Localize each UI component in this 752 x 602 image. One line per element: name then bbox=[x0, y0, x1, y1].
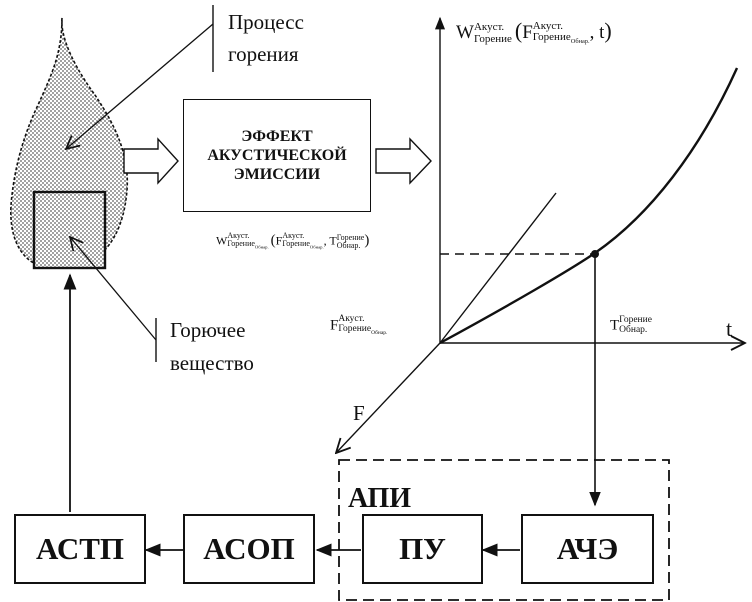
asop-block: АСОП bbox=[183, 514, 315, 584]
tangent-line bbox=[439, 192, 557, 344]
effect-line1: ЭФФЕКТ bbox=[241, 127, 313, 145]
fuel-square bbox=[32, 190, 107, 270]
pu-block: ПУ bbox=[362, 514, 483, 584]
fuel-label-line2: вещество bbox=[170, 351, 254, 375]
ache-block: АЧЭ bbox=[521, 514, 654, 584]
f-axis-label: F bbox=[353, 401, 365, 425]
hollow-arrow-right bbox=[375, 137, 432, 185]
effect-line2: АКУСТИЧЕСКОЙ bbox=[207, 146, 347, 164]
fuel-label-line1: Горючее bbox=[170, 318, 246, 342]
api-dashed-box bbox=[338, 459, 670, 601]
fuel-callout-line bbox=[70, 237, 157, 341]
f-axis bbox=[336, 342, 441, 453]
pu-label: ПУ bbox=[399, 531, 446, 566]
astp-block: АСТП bbox=[14, 514, 146, 584]
asop-label: АСОП bbox=[203, 531, 295, 566]
process-callout-line bbox=[66, 23, 214, 149]
api-label: АПИ bbox=[348, 483, 412, 514]
acoustic-emission-effect-box: ЭФФЕКТ АКУСТИЧЕСКОЙ ЭМИССИИ bbox=[183, 99, 371, 212]
t-axis-label: t bbox=[726, 316, 733, 341]
astp-label: АСТП bbox=[35, 531, 125, 566]
process-label-line2: горения bbox=[228, 42, 299, 66]
growth-curve bbox=[439, 67, 739, 345]
hollow-arrow-left bbox=[123, 137, 179, 185]
process-label-line1: Процесс bbox=[228, 10, 304, 34]
effect-line3: ЭМИССИИ bbox=[233, 166, 321, 184]
ache-label: АЧЭ bbox=[556, 531, 619, 566]
